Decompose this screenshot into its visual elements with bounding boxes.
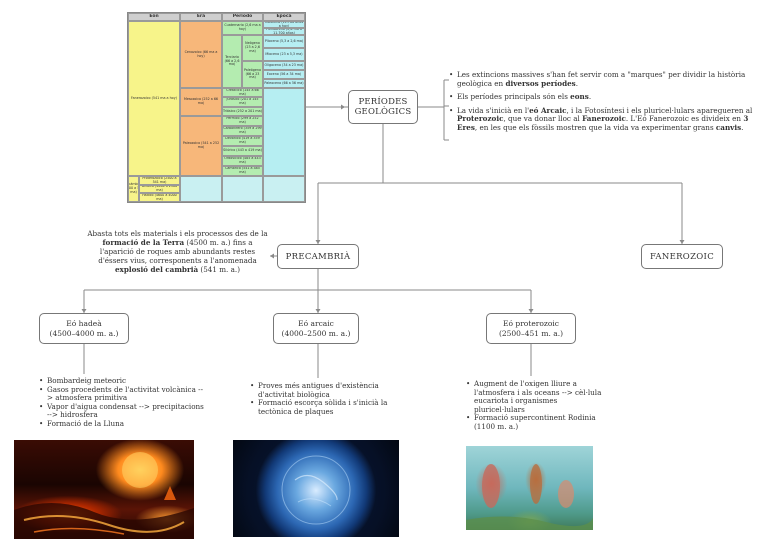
period-carbonifero: Carbonífero (359 a 299 ma)	[222, 126, 263, 136]
emphasis-text: diversos períodes	[505, 78, 576, 88]
precambria-label: PRECAMBRIÀ	[285, 251, 351, 262]
era-cenozoico: Cenozoico (66 ma a hoy)	[180, 21, 222, 88]
period-ordovicico: Ordovícico (485 a 443 ma)	[222, 156, 263, 166]
emphasis-text: canvis	[715, 122, 742, 132]
precambrico-epoch-empty	[263, 176, 305, 202]
table-header-epoch: Época	[263, 13, 305, 21]
period-devonico: Devónico (419 a 359 ma)	[222, 136, 263, 146]
eon-range: (2500–451 m. a.)	[498, 328, 564, 338]
period-silurico: Silúrico (443 a 419 ma)	[222, 146, 263, 156]
epoch-pleistoceno: Pleistoceno (2,6 ma a 11.700 años)	[263, 28, 305, 35]
emphasis-text: Proterozoic	[457, 114, 504, 124]
text-run: , en les que els fòssils mostren que la …	[474, 122, 716, 132]
period-triasico: Triásico (252 a 201 ma)	[222, 107, 263, 116]
epoch-empty	[263, 88, 305, 176]
period-jurasico: Jurásico (201 a 145 ma)	[222, 97, 263, 107]
text-run: Abasta tots els materials i els processo…	[87, 229, 268, 238]
geologic-time-table: Eón Era Período Época Fanerozoico (541 m…	[127, 12, 306, 203]
eon-name: Eó arcaic	[298, 318, 334, 328]
fanerozoic-label: FANEROZOIC	[649, 251, 715, 262]
list-item: Augment de l'oxigen lliure a l'atmosfera…	[466, 379, 606, 414]
sub-arcaico: Arcaico (4000 a 2500 ma)	[139, 185, 180, 193]
note-item: La vida s'inicià en l'eó Arcaic, i la Fo…	[449, 105, 754, 133]
era-mesozoico: Mesozoico (252 a 66 ma)	[180, 88, 222, 116]
sub-proterozoico: Proterozoico (2500 a 541 ma)	[139, 176, 180, 185]
blue-frozen-earth-image	[233, 440, 399, 537]
table-header-eon: Eón	[128, 13, 180, 21]
text-run: (4500 m. a.) fins a l'aparició de roques…	[98, 238, 257, 265]
fanerozoic-node[interactable]: FANEROZOIC	[641, 244, 723, 269]
sub-hadico: Hádico (4600 a 4000 ma)	[139, 193, 180, 202]
eon-arcaic-node[interactable]: Eó arcaic (4000–2500 m. a.)	[273, 313, 359, 344]
eon-arcaic-notes: Proves més antigues d'existència d'activ…	[250, 381, 390, 416]
main-topic-line1: PERÍODES	[358, 97, 408, 107]
text-run: .	[588, 92, 592, 102]
text-run: Les extincions massives s'han fet servir…	[457, 70, 746, 88]
eon-range: (4000–2500 m. a.)	[281, 328, 351, 338]
period-neogeno: Neógeno (23 a 2,6 ma)	[242, 35, 263, 61]
volcanic-scene	[14, 452, 194, 539]
list-item: Bombardeig meteoric	[39, 376, 204, 386]
text-run: .	[575, 78, 579, 88]
epoch-eoceno: Eoceno (56 a 34 ma)	[263, 70, 305, 79]
text-run: , i la Fotosíntesi i els pluricel·lulars…	[566, 105, 753, 115]
epoch-oligoceno: Oligoceno (34 a 23 ma)	[263, 61, 305, 70]
eon-proterozoic-notes: Augment de l'oxigen lliure a l'atmosfera…	[466, 379, 606, 432]
eon-precambrico: Precámbrico (4600 a 541 ma)	[128, 176, 139, 202]
text-run: .	[741, 122, 744, 132]
epoch-holoceno: Holoceno (11.700 años a hoy)	[263, 21, 305, 28]
emphasis-text: explosió del cambrià	[114, 265, 199, 274]
eon-proterozoic-node[interactable]: Eó proterozoic (2500–451 m. a.)	[486, 313, 576, 344]
period-terciario: Terciario (66 a 2,6 ma)	[222, 35, 242, 88]
period-cretacico: Cretácico (145 a 66 ma)	[222, 88, 263, 97]
text-run: Els períodes principals són els	[457, 92, 571, 102]
ediacaran-sea-life-image	[466, 446, 593, 530]
period-paleogeno: Paleógeno (66 a 23 ma)	[242, 61, 263, 88]
period-cambrico: Cámbrico (541 a 485 ma)	[222, 166, 263, 176]
precambrico-era-empty	[180, 176, 222, 202]
text-run: . L'Eó Fanerozoic es divideix en	[625, 114, 744, 124]
emphasis-text: 3 Eres	[457, 114, 749, 132]
text-run: (541 m. a.)	[198, 265, 240, 274]
list-item: Formació de la Lluna	[39, 419, 204, 429]
sea-life-scene	[466, 464, 593, 530]
emphasis-text: Fanerozoic	[582, 114, 626, 124]
precambrico-period-empty	[222, 176, 263, 202]
eon-range: (4500–4000 m. a.)	[49, 328, 119, 338]
list-item: Proves més antigues d'existència d'activ…	[250, 381, 390, 399]
note-item: Les extincions massives s'han fet servir…	[449, 70, 754, 88]
eon-fanerozoico: Fanerozoico (541 ma a hoy)	[128, 21, 180, 176]
table-header-era: Era	[180, 13, 222, 21]
epoch-mioceno: Mioceno (23 a 5,3 ma)	[263, 48, 305, 61]
note-item: Els períodes principals són els eons.	[449, 92, 754, 102]
list-item: Vapor d'aigua condensat --> precipitacio…	[39, 402, 204, 420]
epoch-plioceno: Plioceno (5,3 a 2,6 ma)	[263, 35, 305, 48]
precambria-note: Abasta tots els materials i els processo…	[86, 229, 269, 274]
list-item: Formació escorça sòlida i s'inicià la te…	[250, 398, 390, 416]
epoch-paleoceno: Paleoceno (66 a 56 ma)	[263, 79, 305, 88]
eon-hadea-node[interactable]: Eó hadeà (4500–4000 m. a.)	[39, 313, 129, 344]
eon-name: Eó hadeà	[66, 318, 102, 328]
frozen-planet	[281, 455, 351, 525]
table-header-period: Período	[222, 13, 263, 21]
main-topic-node[interactable]: PERÍODES GEOLÒGICS	[348, 90, 418, 124]
text-run: , que va donar lloc al	[503, 114, 583, 124]
era-paleozoico: Paleozoico (541 a 252 ma)	[180, 116, 222, 176]
main-topic-notes: Les extincions massives s'han fet servir…	[449, 70, 754, 138]
period-permico: Pérmico (299 a 252 ma)	[222, 116, 263, 126]
list-item: Formació supercontinent Rodinia (1100 m.…	[466, 414, 606, 431]
list-item: Gasos procedents de l'activitat volcànic…	[39, 385, 204, 403]
eon-name: Eó proterozoic	[503, 318, 559, 328]
primitive-volcanic-earth-image	[14, 440, 194, 539]
emphasis-text: formació de la Terra	[102, 238, 185, 247]
emphasis-text: eó Arcaic	[529, 105, 567, 115]
precambria-node[interactable]: PRECAMBRIÀ	[277, 244, 359, 269]
text-run: La vida s'inicià en l'	[457, 105, 530, 115]
main-topic-line2: GEOLÒGICS	[354, 107, 412, 117]
period-cuaternario: Cuaternario (2,6 ma a hoy)	[222, 21, 263, 35]
eon-hadea-notes: Bombardeig meteoric Gasos procedents de …	[39, 376, 204, 429]
emphasis-text: eons	[570, 92, 589, 102]
